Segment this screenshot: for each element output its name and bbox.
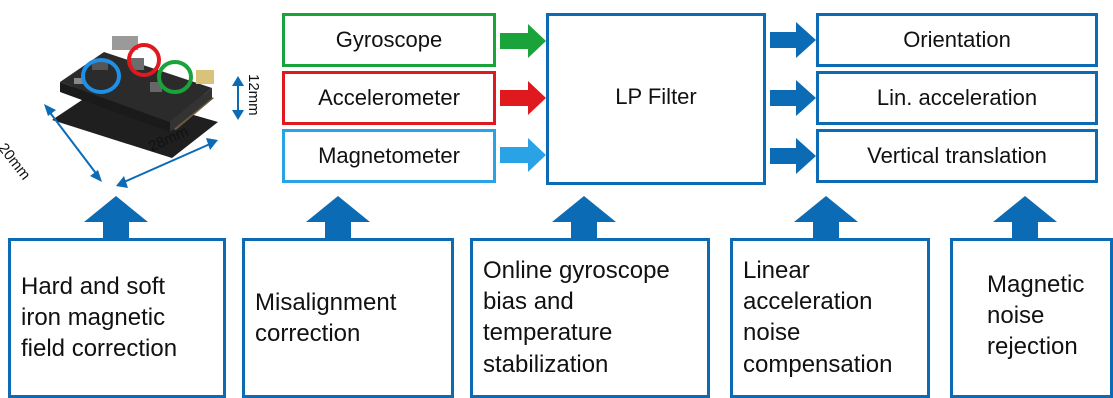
feature-box-gyro-bias: Online gyroscope bias and temperature st… xyxy=(470,238,710,398)
gyroscope-label: Gyroscope xyxy=(335,26,443,52)
feature-box-misalignment: Misalignment correction xyxy=(242,238,454,398)
dimension-height-label: 12mm xyxy=(245,74,262,116)
orientation-output-box: Orientation xyxy=(816,13,1098,67)
accel-arrow xyxy=(500,81,546,115)
feature-arrow-4 xyxy=(794,196,858,238)
feature-text-misalignment: Misalignment correction xyxy=(255,289,397,348)
feature-box-linear-accel-noise: Linear acceleration noise compensation xyxy=(730,238,930,398)
magnetometer-marker xyxy=(81,58,121,94)
sensor-board-image xyxy=(52,36,218,158)
feature-arrow-1 xyxy=(84,196,148,238)
feature-text-magnetic-noise: Magnetic noise rejection xyxy=(987,271,1085,361)
lin-acceleration-output-label: Lin. acceleration xyxy=(876,84,1038,110)
lin-acceleration-output-box: Lin. acceleration xyxy=(816,71,1098,125)
feature-box-magnetic-noise: Magnetic noise rejection xyxy=(950,238,1113,398)
orientation-output-label: Orientation xyxy=(903,26,1011,52)
gyro-arrow xyxy=(500,24,546,58)
lp-filter-label: LP Filter xyxy=(615,84,697,109)
gyroscope-box: Gyroscope xyxy=(282,13,496,67)
accelerometer-label: Accelerometer xyxy=(318,84,460,110)
accelerometer-box: Accelerometer xyxy=(282,71,496,125)
orientation-arrow xyxy=(770,22,816,58)
vertical-translation-output-label: Vertical translation xyxy=(867,142,1047,168)
feature-text-linear-accel-noise: Linear acceleration noise compensation xyxy=(743,257,893,378)
vertical-translation-arrow xyxy=(770,138,816,174)
magnetometer-box: Magnetometer xyxy=(282,129,496,183)
magnetometer-label: Magnetometer xyxy=(318,142,460,168)
vertical-translation-output-box: Vertical translation xyxy=(816,129,1098,183)
feature-box-iron-correction: Hard and soft iron magnetic field correc… xyxy=(8,238,226,398)
mag-arrow xyxy=(500,138,546,172)
lp-filter-box: LP Filter xyxy=(546,13,766,185)
feature-arrow-5 xyxy=(993,196,1057,238)
dimension-lines xyxy=(44,76,244,188)
feature-text-gyro-bias: Online gyroscope bias and temperature st… xyxy=(483,257,670,378)
accelerometer-marker xyxy=(127,43,161,77)
feature-text-iron-correction: Hard and soft iron magnetic field correc… xyxy=(21,273,178,363)
gyroscope-marker xyxy=(157,60,193,94)
feature-arrow-3 xyxy=(552,196,616,238)
lin-accel-arrow xyxy=(770,80,816,116)
feature-arrow-2 xyxy=(306,196,370,238)
